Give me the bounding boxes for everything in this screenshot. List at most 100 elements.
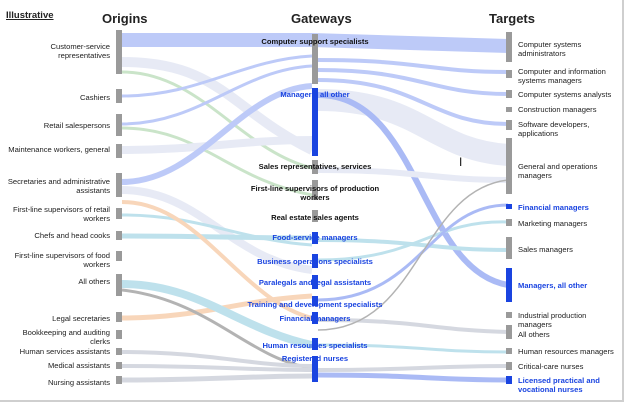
origin-node: [116, 376, 122, 384]
target-node: [506, 362, 512, 370]
flow-band: [121, 83, 313, 185]
origin-label: Nursing assistants: [47, 378, 110, 387]
target-node: [506, 268, 512, 302]
target-node: [506, 237, 512, 259]
origin-node: [116, 30, 122, 74]
gateway-node: [312, 210, 318, 222]
flow-band: [121, 54, 313, 98]
target-label: Critical-care nurses: [518, 362, 584, 371]
flow-band: [121, 70, 313, 170]
target-node: [506, 376, 512, 384]
flow-band: [121, 233, 313, 241]
text-cursor-icon: I: [459, 155, 463, 169]
target-label: Construction managers: [518, 105, 597, 114]
origin-node: [116, 348, 122, 355]
gateway-label: Computer support specialists: [261, 37, 369, 46]
target-label: Managers, all other: [518, 281, 588, 290]
origin-node: [116, 231, 122, 240]
target-node: [506, 120, 512, 130]
gateway-label: Registered nurses: [281, 354, 349, 363]
gateway-node: [312, 254, 318, 268]
origin-node: [116, 144, 122, 158]
flow-band: [317, 364, 509, 372]
target-node: [506, 32, 512, 62]
gateway-node: [312, 338, 318, 350]
flow-band: [317, 372, 509, 383]
origin-label: Chefs and head cooks: [34, 231, 110, 240]
origin-label: Customer-service representatives: [50, 42, 111, 60]
gateway-node: [312, 312, 318, 324]
gateway-node: [312, 180, 318, 200]
gateway-label: Business operations specialists: [257, 257, 373, 266]
gateway-label: Human resources specialists: [262, 341, 368, 350]
target-node: [506, 219, 512, 226]
flow-band: [121, 213, 313, 247]
gateway-node: [312, 34, 318, 84]
target-label: Licensed practical and vocational nurses: [518, 376, 600, 394]
flow-band: [317, 167, 509, 183]
target-label: Marketing managers: [518, 219, 588, 228]
gateway-node: [312, 160, 318, 174]
origin-node: [116, 89, 122, 103]
target-label: Software developers, applications: [518, 120, 590, 138]
gateway-label: Real estate sales agents: [271, 213, 359, 222]
origin-node: [116, 114, 122, 136]
target-node: [506, 107, 512, 112]
flow-band: [121, 136, 313, 154]
flow-band: [121, 64, 313, 126]
flow-band: [121, 373, 313, 383]
origin-label: Maintenance workers, general: [8, 145, 110, 154]
target-node: [506, 138, 512, 194]
flow-band: [317, 68, 509, 96]
flow-band: [121, 57, 315, 155]
target-label: Financial managers: [518, 203, 589, 212]
origin-label: Secretaries and administrative assistant…: [7, 177, 110, 195]
origin-label: Cashiers: [80, 93, 110, 102]
gateway-node: [312, 356, 318, 382]
target-label: Computer systems analysts: [518, 90, 612, 99]
target-node: [506, 348, 512, 354]
target-label: Computer systems administrators: [518, 40, 582, 58]
gateway-node: [312, 296, 318, 306]
origin-node: [116, 312, 122, 322]
origin-node: [116, 274, 122, 296]
gateway-node: [312, 275, 318, 289]
origin-node: [116, 362, 122, 369]
flow-band: [317, 92, 509, 288]
origins-heading: Origins: [102, 11, 148, 26]
flow-band: [317, 238, 509, 252]
gateways-heading: Gateways: [291, 11, 352, 26]
target-node: [506, 90, 512, 98]
flow-band: [121, 126, 313, 197]
origin-label: Human services assistants: [19, 347, 110, 356]
flow-band: [317, 78, 509, 126]
target-label: General and operations managers: [518, 162, 598, 180]
target-label: Human resources managers: [518, 347, 614, 356]
origin-label: Bookkeeping and auditing clerks: [22, 328, 110, 346]
target-node: [506, 70, 512, 78]
target-node: [506, 204, 512, 209]
gateway-label: Managers, all other: [280, 90, 350, 99]
flow-band: [317, 220, 509, 262]
origin-label: Retail salespersons: [43, 121, 110, 130]
origin-node: [116, 251, 122, 261]
flow-band: [317, 343, 509, 354]
origin-node: [116, 330, 122, 339]
gateway-node: [312, 232, 318, 244]
origin-label: First-line supervisors of food workers: [14, 251, 110, 269]
gateway-label: Paralegals and legal assistants: [258, 278, 372, 287]
origin-node: [116, 208, 122, 219]
target-label: Computer and information systems manager…: [518, 67, 606, 85]
target-node: [506, 312, 512, 318]
gateway-node: [312, 88, 318, 156]
flow-band: [317, 89, 509, 166]
gateway-label: Financial managers: [279, 314, 351, 323]
origin-label: Legal secretaries: [52, 314, 110, 323]
flow-band: [121, 288, 313, 370]
illustrative-tag: Illustrative: [6, 10, 54, 21]
targets-heading: Targets: [489, 11, 535, 26]
origin-label: All others: [78, 277, 110, 286]
origin-node: [116, 173, 122, 197]
gateway-label: Sales representatives, services: [258, 162, 372, 171]
